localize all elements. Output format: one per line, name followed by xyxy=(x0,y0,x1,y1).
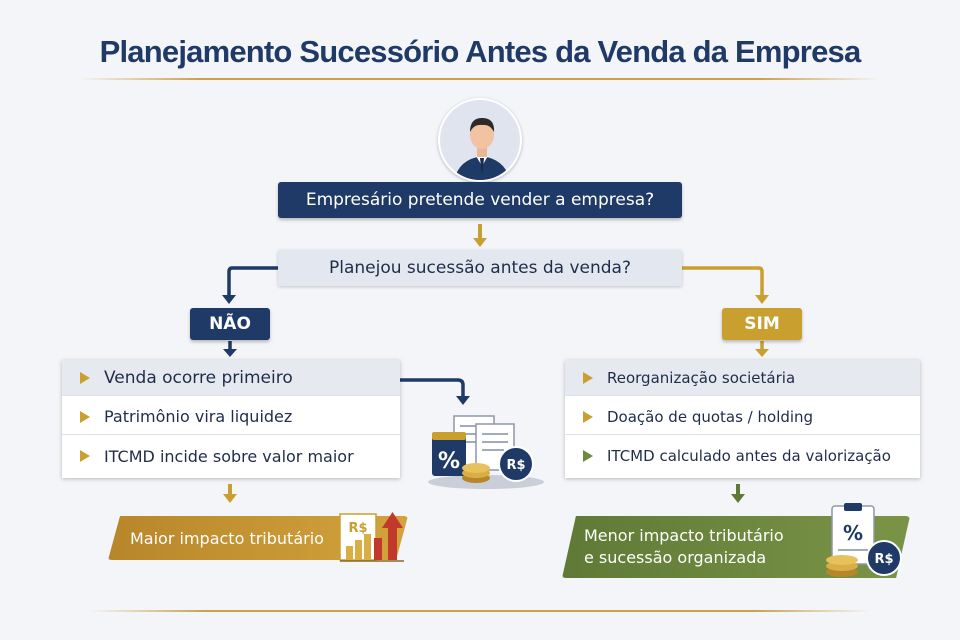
list-item-label: ITCMD calculado antes da valorização xyxy=(607,447,891,465)
triangle-bullet-icon xyxy=(583,450,593,462)
no-branch-panel: Venda ocorre primeiro Patrimônio vira li… xyxy=(62,360,400,478)
rising-cost-chart-icon: R$ xyxy=(338,508,418,566)
tax-documents-icon: % R$ xyxy=(424,410,548,490)
question-sell-company: Empresário pretende vender a empresa? xyxy=(278,182,682,218)
list-item-label: Venda ocorre primeiro xyxy=(104,367,293,388)
businessman-avatar xyxy=(438,98,522,182)
triangle-bullet-icon xyxy=(80,371,90,384)
list-item: ITCMD calculado antes da valorização xyxy=(565,438,920,474)
businessman-icon xyxy=(454,118,510,180)
list-item: Doação de quotas / holding xyxy=(565,399,920,435)
list-item: Venda ocorre primeiro xyxy=(62,360,400,396)
triangle-bullet-icon xyxy=(80,450,90,462)
footer-divider xyxy=(90,610,870,612)
list-item: ITCMD incide sobre valor maior xyxy=(62,438,400,474)
percent-symbol: % xyxy=(438,449,460,474)
real-currency-badge-right: R$ xyxy=(874,552,893,567)
triangle-bullet-icon xyxy=(583,410,593,423)
yes-branch-panel: Reorganização societária Doação de quota… xyxy=(565,360,920,478)
real-currency-label: R$ xyxy=(348,521,367,536)
list-item-label: Reorganização societária xyxy=(607,368,796,387)
question-planned-succession: Planejou sucessão antes da venda? xyxy=(278,250,682,286)
percent-symbol-right: % xyxy=(843,521,863,545)
branch-yes-badge: SIM xyxy=(722,308,802,340)
real-currency-badge: R$ xyxy=(506,458,525,473)
list-item: Reorganização societária xyxy=(565,360,920,396)
clipboard-coins-icon: % R$ xyxy=(812,502,908,580)
outcome-label: Maior impacto tributário xyxy=(130,528,324,548)
list-item-label: Doação de quotas / holding xyxy=(607,407,814,426)
outcome-label-line2: e sucessão organizada xyxy=(584,548,767,567)
list-item: Patrimônio vira liquidez xyxy=(62,399,400,435)
title-divider xyxy=(80,78,880,80)
list-item-label: Patrimônio vira liquidez xyxy=(104,407,293,426)
branch-no-badge: NÃO xyxy=(190,308,270,340)
triangle-bullet-icon xyxy=(583,371,593,384)
triangle-bullet-icon xyxy=(80,410,90,423)
page-title: Planejamento Sucessório Antes da Venda d… xyxy=(99,34,862,69)
outcome-label-line1: Menor impacto tributário xyxy=(584,526,784,546)
list-item-label: ITCMD incide sobre valor maior xyxy=(104,446,354,466)
